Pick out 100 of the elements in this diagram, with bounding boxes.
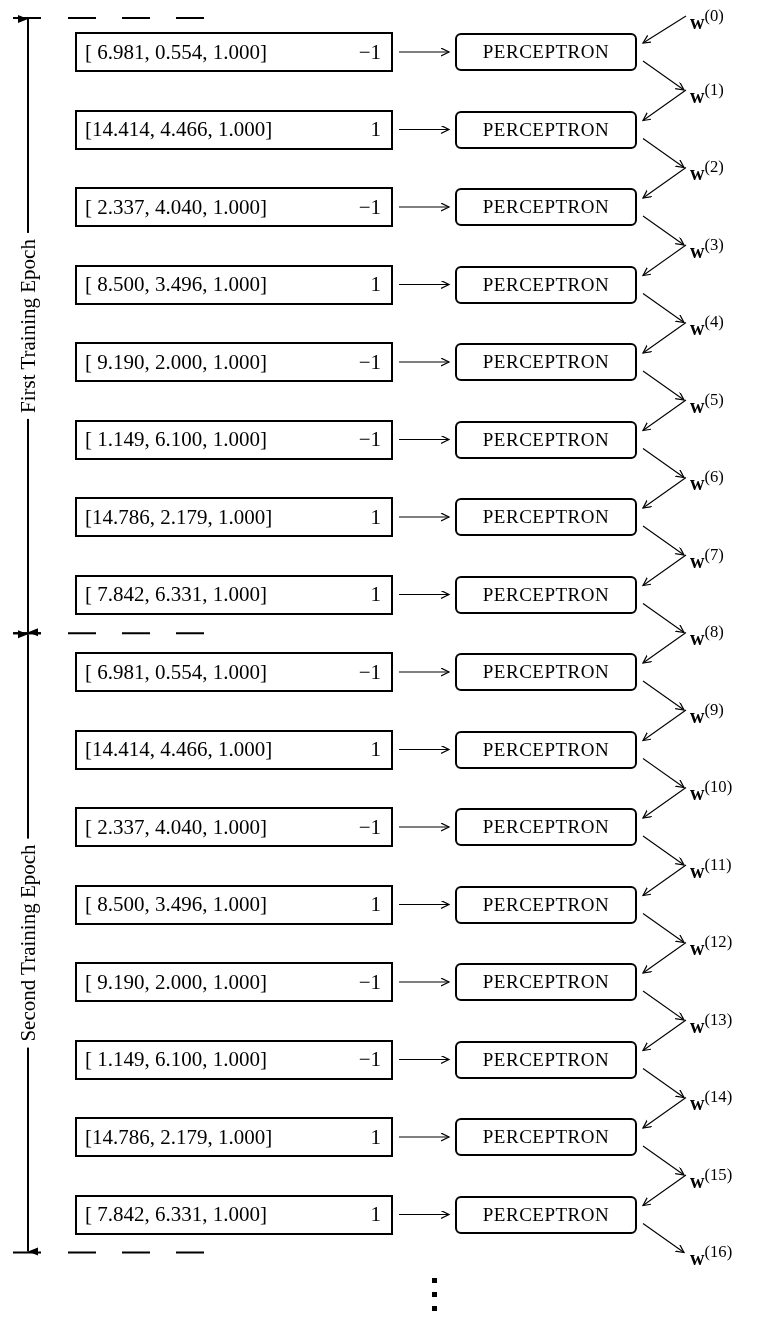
process-box: PERCEPTRON [455,1195,637,1234]
arrow [398,899,450,910]
arrow [398,202,450,212]
feature-vector: [14.414, 4.466, 1.000] [85,737,273,762]
arrow [642,399,687,432]
class-label: 1 [370,504,381,530]
weight-label: w$^{(9)}$ [690,702,724,726]
process-box: PERCEPTRON [455,1118,637,1156]
process-box: PERCEPTRON [455,808,637,846]
weight-label: w$^{(16)}$ [690,1244,733,1269]
class-label: 1 [370,117,381,142]
feature-vector: [14.786, 2.179, 1.000] [85,1124,273,1150]
weight-label: w$^{(10)}$ [690,779,733,804]
process-box: PERCEPTRON [455,730,637,769]
arrow [642,602,685,634]
data-box [75,1117,393,1157]
class-label: −1 [358,39,381,65]
class-label: −1 [358,349,381,375]
data-box [75,264,393,305]
weight-label: w$^{(8)}$ [690,624,724,649]
data-box [75,342,393,382]
weight-label: w$^{(15)}$ [690,1167,733,1191]
class-label: 1 [370,892,381,917]
class-label: 1 [370,737,381,762]
feature-vector: [ 7.842, 6.331, 1.000] [85,1202,267,1227]
process-box: PERCEPTRON [455,420,637,459]
weight-label: w$^{(4)}$ [690,314,724,339]
weight-label: w$^{(6)}$ [690,469,724,494]
arrow [398,822,450,832]
class-label: −1 [358,1047,381,1072]
process-box: PERCEPTRON [455,1040,637,1079]
class-label: −1 [358,659,381,685]
feature-vector: [ 9.190, 2.000, 1.000] [85,969,267,995]
process-box: PERCEPTRON [455,963,637,1001]
arrow [398,47,450,57]
arrow [398,1054,450,1065]
feature-vector: [ 2.337, 4.040, 1.000] [85,814,267,840]
arrow [642,786,687,819]
weight-label: w$^{(14)}$ [690,1089,733,1114]
arrow [642,1145,685,1176]
feature-vector: [ 7.842, 6.331, 1.000] [85,582,267,607]
data-box [75,187,393,227]
arrow [398,279,450,290]
weight-label: w$^{(11)}$ [690,857,732,881]
arrow [642,757,685,789]
process-box: PERCEPTRON [455,653,637,691]
arrow [642,525,685,556]
arrow [398,512,450,522]
class-label: 1 [370,272,381,297]
arrow [398,434,450,445]
arrow [642,215,685,246]
arrow [642,1222,685,1254]
process-box: PERCEPTRON [455,575,637,614]
arrow [642,1067,685,1099]
arrow [642,370,685,401]
data-box [75,729,393,770]
class-label: −1 [358,427,381,452]
arrow [642,835,685,866]
feature-vector: [ 1.149, 6.100, 1.000] [85,427,267,452]
data-box [75,1194,393,1235]
weight-label: w$^{(1)}$ [690,82,724,106]
weight-label: w$^{(2)}$ [690,159,724,184]
arrow [642,990,685,1021]
arrow [398,667,450,677]
data-box [75,1039,393,1080]
data-box [75,652,393,692]
data-box [75,497,393,537]
arrow [642,244,687,277]
weight-label: w$^{(13)}$ [690,1012,733,1036]
arrow [642,680,685,711]
arrow [398,589,450,600]
arrow [398,744,450,755]
arrow [642,60,685,91]
feature-vector: [14.786, 2.179, 1.000] [85,504,273,530]
feature-vector: [ 9.190, 2.000, 1.000] [85,349,267,375]
arrow [642,941,687,974]
data-box [75,32,393,72]
data-box [75,884,393,925]
arrow [642,709,687,742]
feature-vector: [ 2.337, 4.040, 1.000] [85,194,267,220]
feature-vector: [ 6.981, 0.554, 1.000] [85,659,267,685]
class-label: −1 [358,969,381,995]
arrow [642,89,687,122]
data-box [75,574,393,615]
class-label: −1 [358,814,381,840]
process-box: PERCEPTRON [455,188,637,226]
weight-label: w$^{(12)}$ [690,934,733,959]
class-label: 1 [370,1124,381,1150]
arrow [398,357,450,367]
process-box: PERCEPTRON [455,343,637,381]
process-box: PERCEPTRON [455,265,637,304]
arrow [642,476,687,509]
process-box: PERCEPTRON [455,33,637,71]
arrow [642,631,687,664]
arrow [642,912,685,944]
arrow [642,554,687,587]
class-label: 1 [370,1202,381,1227]
weight-label: w$^{(3)}$ [690,237,724,261]
process-box: PERCEPTRON [455,110,637,149]
feature-vector: [ 8.500, 3.496, 1.000] [85,272,267,297]
